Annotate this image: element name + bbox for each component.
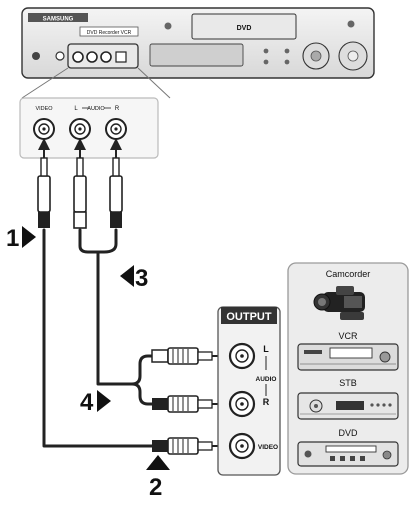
source-devices-panel: Camcorder VCR STB DVD [288,263,408,474]
mini-video-jack [73,52,83,62]
step-4-arrow-right-icon [97,390,111,412]
output-video-jack [230,434,254,458]
device-label-vcr: VCR [338,331,358,341]
step-1-arrow-right-icon [22,226,36,248]
display-window [150,44,243,66]
front-audio-l-jack [70,119,90,139]
device-label-camcorder: Camcorder [326,269,371,279]
step-3-arrow-left-icon [120,265,134,287]
front-audio-r-label: R [115,106,120,112]
output-title: OUTPUT [226,311,272,323]
brand-text: SAMSUNG [43,17,74,23]
audio-cable-l-branch [132,356,154,384]
control-button[interactable] [264,60,269,65]
front-audio-r-jack [106,119,126,139]
control-button[interactable] [285,60,290,65]
front-video-label: VIDEO [35,106,53,112]
usb-port [56,52,64,60]
front-video-jack [34,119,54,139]
front-audio-label: AUDIO [87,106,105,112]
audio-cable-split-top [80,230,116,252]
device-label-stb: STB [339,378,357,388]
vcr-icon [298,344,398,370]
step-4: 4 [80,389,111,416]
standby-button[interactable] [32,52,40,60]
output-video-label: VIDEO [258,444,278,451]
source-output-panel: OUTPUT L AUDIO R VIDEO [218,307,280,475]
step-1: 1 [6,225,36,252]
control-button[interactable] [264,49,269,54]
mini-audio-l-jack [87,52,97,62]
stb-icon [298,393,398,419]
control-button[interactable] [285,49,290,54]
cables [44,230,154,446]
eject-button[interactable] [165,23,172,30]
output-audio-r-label: R [263,397,270,407]
step-2-number: 2 [149,474,162,501]
mini-audio-r-jack [101,52,111,62]
step-1-number: 1 [6,225,19,252]
output-audio-label: AUDIO [256,376,277,383]
output-audio-l-label: L [263,344,269,354]
step-2-arrow-up-icon [146,455,170,470]
front-display-text: DVD Recorder VCR [87,30,132,36]
step-4-number: 4 [80,389,94,416]
output-audio-r-jack [230,392,254,416]
device-label-dvd: DVD [338,428,358,438]
audio-cable-r-branch [132,384,154,404]
step-2: 2 [146,455,170,501]
step-3-number: 3 [135,265,148,292]
output-audio-l-jack [230,344,254,368]
recorder-front-panel: SAMSUNG DVD Recorder VCR DVD [22,8,374,78]
dvd-player-icon [298,442,398,466]
disc-logo: DVD [237,25,252,32]
power-button[interactable] [348,21,355,28]
mini-dv-port [116,52,126,62]
step-3: 3 [120,265,148,292]
